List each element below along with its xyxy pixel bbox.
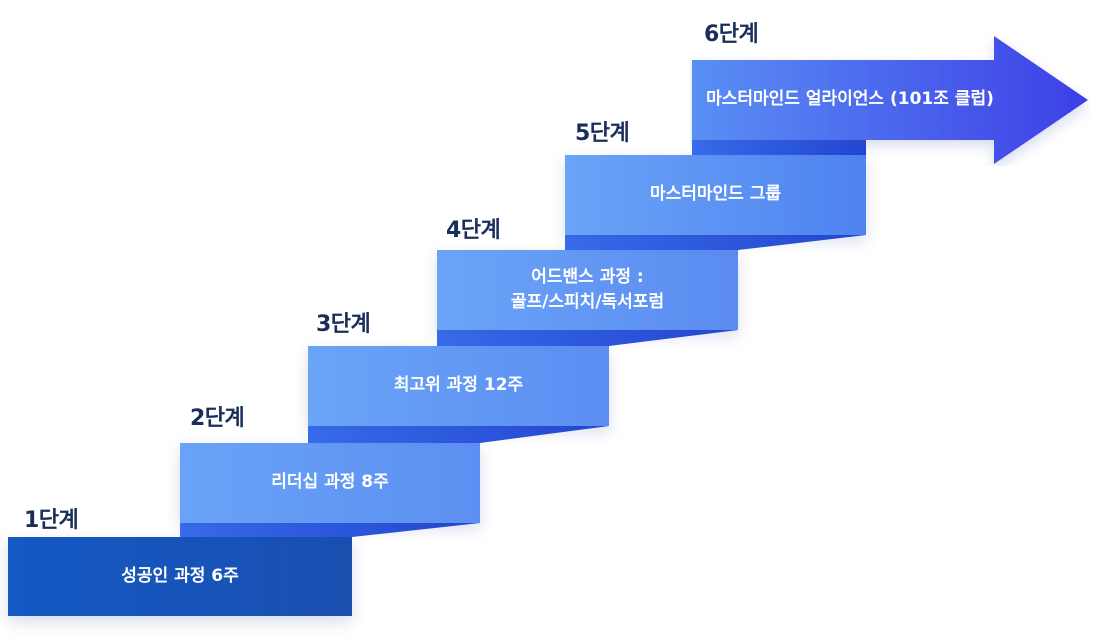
step-6-text-line1: 마스터마인드 얼라이언스 (706, 89, 885, 110)
step-3-text: 최고위 과정 12주 (393, 375, 524, 396)
connector-2-3 (308, 426, 609, 443)
stage-label-3: 3단계 (316, 312, 371, 337)
stage-label-5: 5단계 (575, 121, 630, 146)
step-1-box: 성공인 과정 6주 (8, 537, 352, 616)
step-6-text-line2: (101조 클럽) (890, 89, 994, 110)
stage-label-6: 6단계 (704, 22, 759, 47)
step-6-text: 마스터마인드 얼라이언스 (101조 클럽) (700, 60, 1000, 140)
step-1-text: 성공인 과정 6주 (121, 565, 239, 586)
connector-3-4 (437, 330, 738, 346)
stage-label-2: 2단계 (190, 406, 245, 431)
step-6-arrow (692, 36, 1088, 164)
connector-4-5 (565, 235, 866, 250)
step-3-box: 최고위 과정 12주 (308, 346, 609, 426)
stage-label-1: 1단계 (24, 508, 79, 533)
stage-label-4: 4단계 (446, 218, 501, 243)
connector-1-2 (180, 523, 480, 537)
step-5-box: 마스터마인드 그룹 (565, 155, 866, 235)
step-5-text: 마스터마인드 그룹 (649, 184, 782, 205)
step-4-text-line1: 어드밴스 과정 : (531, 266, 644, 287)
connector-5-6 (692, 140, 866, 155)
step-4-text-line2: 골프/스피치/독서포럼 (510, 292, 665, 312)
step-4-box: 어드밴스 과정 : 골프/스피치/독서포럼 (437, 250, 738, 330)
step-2-text: 리더십 과정 8주 (271, 472, 389, 493)
step-2-box: 리더십 과정 8주 (180, 443, 480, 523)
